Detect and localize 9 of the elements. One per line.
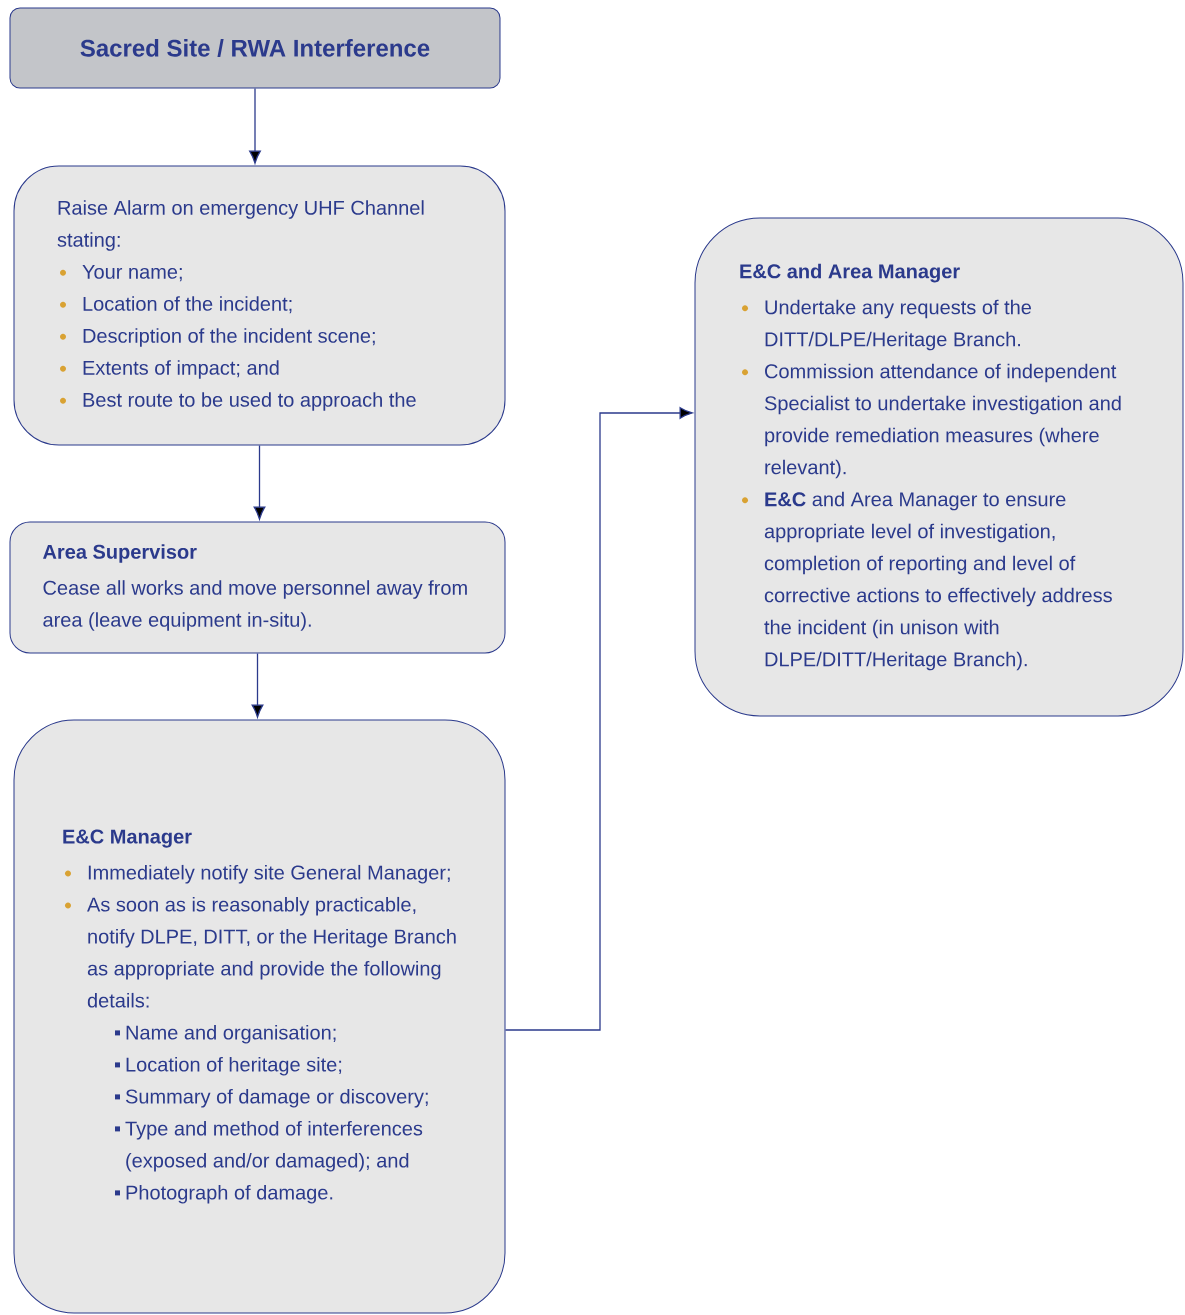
arrow	[253, 444, 266, 520]
arrow	[504, 407, 693, 1031]
process-box: E&C Manager Immediately notify site General Manager; As soon as is reasonably practicable, notify DLPE, DITT, or the Heritage Branch as appropriate and provide the following details: Name and organisation; Location of heritage site; Summary of damage or discovery; Type and method of interferences (exposed and/or damaged); and Photograph of damage.	[13, 719, 506, 1314]
process-box: Area Supervisor Cease all works and move personnel away from area (leave equipment in-situ).	[9, 521, 506, 654]
arrow	[251, 652, 264, 718]
process-box: Raise Alarm on emergency UHF Channel stating: Your name; Location of the incident; Description of the incident scene; Extents of impact; and Best route to be used to approach the	[13, 165, 506, 446]
arrow	[249, 87, 261, 164]
title-box: Sacred Site / RWA Interference	[9, 7, 501, 89]
process-box: E&C and Area Manager Undertake any requests of the DITT/DLPE/Heritage Branch. Commission attendance of independent Specialist to undertake investigation and provide remediation measures (where relevant). E&C and Area Manager to ensure appropriate level of investigation, completion of reporting and level of corrective actions to effectively address the incident (in unison with DLPE/DITT/Heritage Branch).	[694, 217, 1184, 717]
